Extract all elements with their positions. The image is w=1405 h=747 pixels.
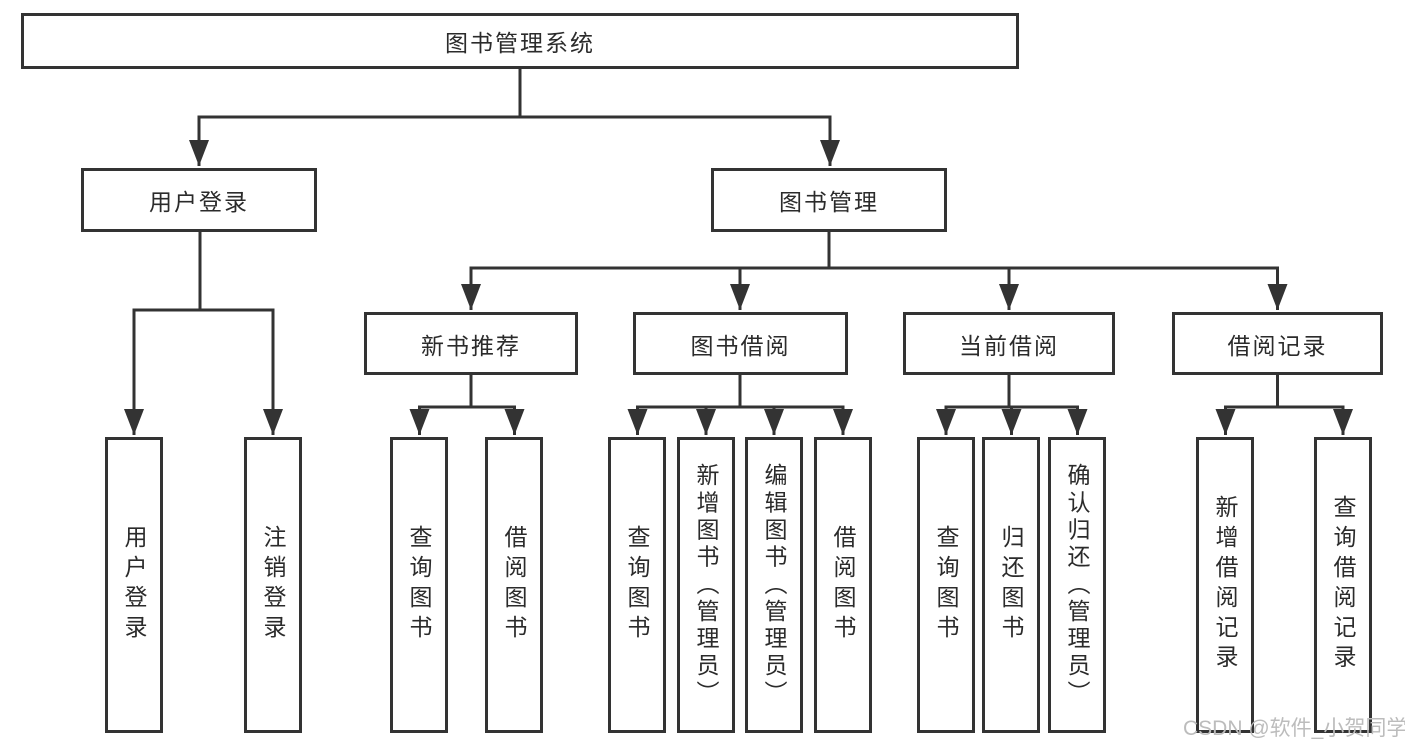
leaf-query-books-borrowing: 查询图书	[608, 437, 666, 733]
leaf-query-books-recommend: 查询图书	[390, 437, 448, 733]
leaf-add-borrow-record: 新增借阅记录	[1196, 437, 1254, 733]
leaf-borrow-books-recommend: 借阅图书	[485, 437, 543, 733]
node-library-management-system: 图书管理系统	[21, 13, 1019, 69]
leaf-query-borrow-record: 查询借阅记录	[1314, 437, 1372, 733]
leaf-logout: 注销登录	[244, 437, 302, 733]
leaf-query-books-current: 查询图书	[917, 437, 975, 733]
leaf-user-login: 用户登录	[105, 437, 163, 733]
leaf-return-books: 归还图书	[982, 437, 1040, 733]
leaf-add-books-admin: 新增图书（管理员）	[677, 437, 735, 733]
node-current-borrowing: 当前借阅	[903, 312, 1115, 375]
node-user-login: 用户登录	[81, 168, 317, 232]
csdn-watermark: CSDN @软件_小贺同学	[1183, 717, 1405, 740]
node-book-borrowing: 图书借阅	[633, 312, 848, 375]
node-new-book-recommend: 新书推荐	[364, 312, 578, 375]
leaf-borrow-books-borrowing: 借阅图书	[814, 437, 872, 733]
node-book-management: 图书管理	[711, 168, 947, 232]
leaf-edit-books-admin: 编辑图书（管理员）	[745, 437, 803, 733]
node-borrowing-records: 借阅记录	[1172, 312, 1383, 375]
leaf-confirm-return-admin: 确认归还（管理员）	[1048, 437, 1106, 733]
